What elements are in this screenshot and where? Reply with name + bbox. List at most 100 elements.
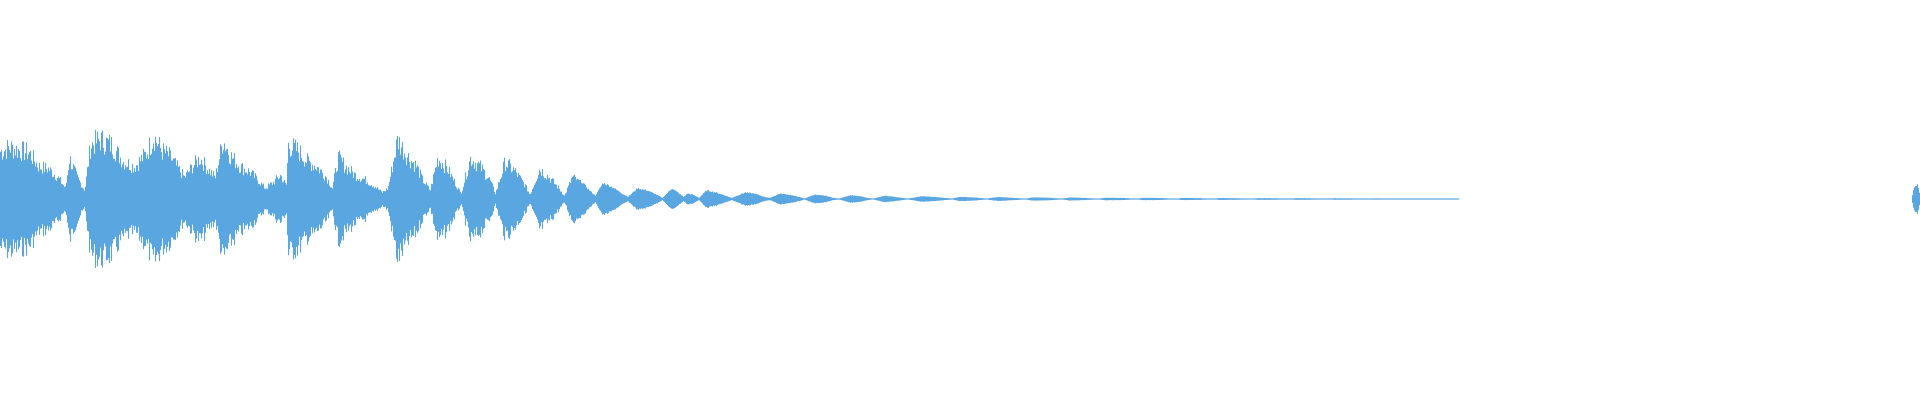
waveform-sample — [699, 197, 701, 201]
waveform-sample — [1296, 198, 1298, 200]
waveform-sample — [315, 168, 317, 230]
waveform-sample — [1342, 198, 1344, 200]
waveform-sample — [1434, 198, 1436, 200]
waveform-sample — [314, 165, 316, 233]
waveform-sample — [325, 176, 327, 222]
waveform-sample — [1236, 198, 1238, 200]
waveform-sample — [813, 195, 815, 203]
waveform-sample — [229, 163, 231, 235]
waveform-sample — [963, 196, 965, 202]
waveform-sample — [845, 196, 847, 202]
waveform-sample — [700, 196, 702, 202]
waveform-sample — [1396, 198, 1398, 200]
waveform-sample — [900, 197, 902, 201]
waveform-sample — [593, 194, 595, 204]
waveform-sample — [896, 197, 898, 201]
waveform-sample — [573, 175, 575, 223]
waveform-sample — [215, 178, 217, 220]
waveform-sample — [529, 193, 531, 205]
waveform-sample — [1148, 197, 1150, 201]
waveform-sample — [917, 196, 919, 202]
waveform-sample — [347, 174, 349, 224]
waveform-sample — [1402, 198, 1404, 200]
waveform-sample — [53, 176, 55, 222]
waveform-sample — [1130, 198, 1132, 200]
waveform-sample — [80, 182, 82, 216]
waveform-sample — [427, 185, 429, 213]
waveform-sample — [91, 148, 93, 250]
waveform-sample — [658, 195, 660, 203]
waveform-sample — [1097, 198, 1099, 200]
waveform-sample — [1167, 198, 1169, 200]
waveform-sample — [1094, 198, 1096, 200]
waveform-sample — [117, 146, 119, 252]
waveform-sample — [992, 197, 994, 201]
waveform-sample — [1134, 198, 1136, 200]
waveform-sample — [798, 196, 800, 202]
waveform-sample — [23, 141, 25, 257]
waveform-sample — [1044, 197, 1046, 201]
waveform-sample — [259, 184, 261, 214]
waveform-sample — [416, 167, 418, 231]
waveform-sample — [766, 197, 768, 201]
waveform-sample — [888, 196, 890, 202]
waveform-sample — [45, 162, 47, 236]
waveform-sample — [171, 160, 173, 238]
waveform-sample — [1163, 198, 1165, 200]
waveform-sample — [881, 196, 883, 202]
waveform-sample — [377, 186, 379, 212]
waveform-sample — [152, 148, 154, 250]
waveform-sample — [294, 142, 296, 256]
waveform-sample — [984, 198, 986, 200]
waveform-sample — [630, 194, 632, 204]
waveform-sample — [1231, 198, 1233, 200]
waveform-sample — [696, 196, 698, 202]
waveform-sample — [1361, 198, 1363, 200]
waveform-sample — [807, 197, 809, 201]
waveform-sample — [1457, 198, 1459, 200]
waveform-sample — [600, 187, 602, 211]
waveform-sample — [891, 196, 893, 202]
waveform-sample — [933, 196, 935, 202]
waveform-sample — [149, 137, 151, 261]
waveform-sample — [895, 197, 897, 201]
waveform-sample — [424, 183, 426, 215]
waveform-sample — [968, 197, 970, 201]
waveform-sample — [1157, 198, 1159, 200]
waveform-sample — [233, 158, 235, 240]
waveform-sample — [1198, 198, 1200, 200]
waveform-sample — [122, 164, 124, 234]
waveform-sample — [499, 182, 501, 216]
waveform-sample — [47, 172, 49, 226]
waveform-sample — [757, 194, 759, 204]
waveform-sample — [513, 167, 515, 231]
waveform-sample — [1452, 198, 1454, 200]
waveform-sample — [743, 193, 745, 205]
waveform-sample — [1176, 198, 1178, 200]
waveform-sample — [656, 194, 658, 204]
waveform-sample — [958, 197, 960, 201]
waveform-sample — [313, 170, 315, 228]
waveform-sample — [542, 169, 544, 229]
waveform-sample — [66, 182, 68, 216]
waveform-sample — [1, 150, 3, 248]
waveform-sample — [1215, 198, 1217, 200]
waveform-sample — [788, 194, 790, 204]
waveform-sample — [663, 196, 665, 202]
waveform-sample — [1048, 197, 1050, 201]
waveform-sample — [1334, 198, 1336, 200]
waveform-sample — [906, 198, 908, 200]
waveform-sample — [632, 192, 634, 206]
waveform-sample — [510, 163, 512, 235]
waveform-sample — [1381, 198, 1383, 200]
waveform-sample — [450, 177, 452, 221]
waveform-sample — [704, 192, 706, 206]
waveform-sample — [608, 184, 610, 214]
waveform-sample — [591, 191, 593, 207]
waveform-sample — [7, 139, 9, 259]
waveform-sample — [703, 193, 705, 205]
waveform-sample — [1425, 198, 1427, 200]
waveform-sample — [641, 189, 643, 209]
waveform-sample — [468, 170, 470, 228]
waveform-sample — [684, 196, 686, 202]
